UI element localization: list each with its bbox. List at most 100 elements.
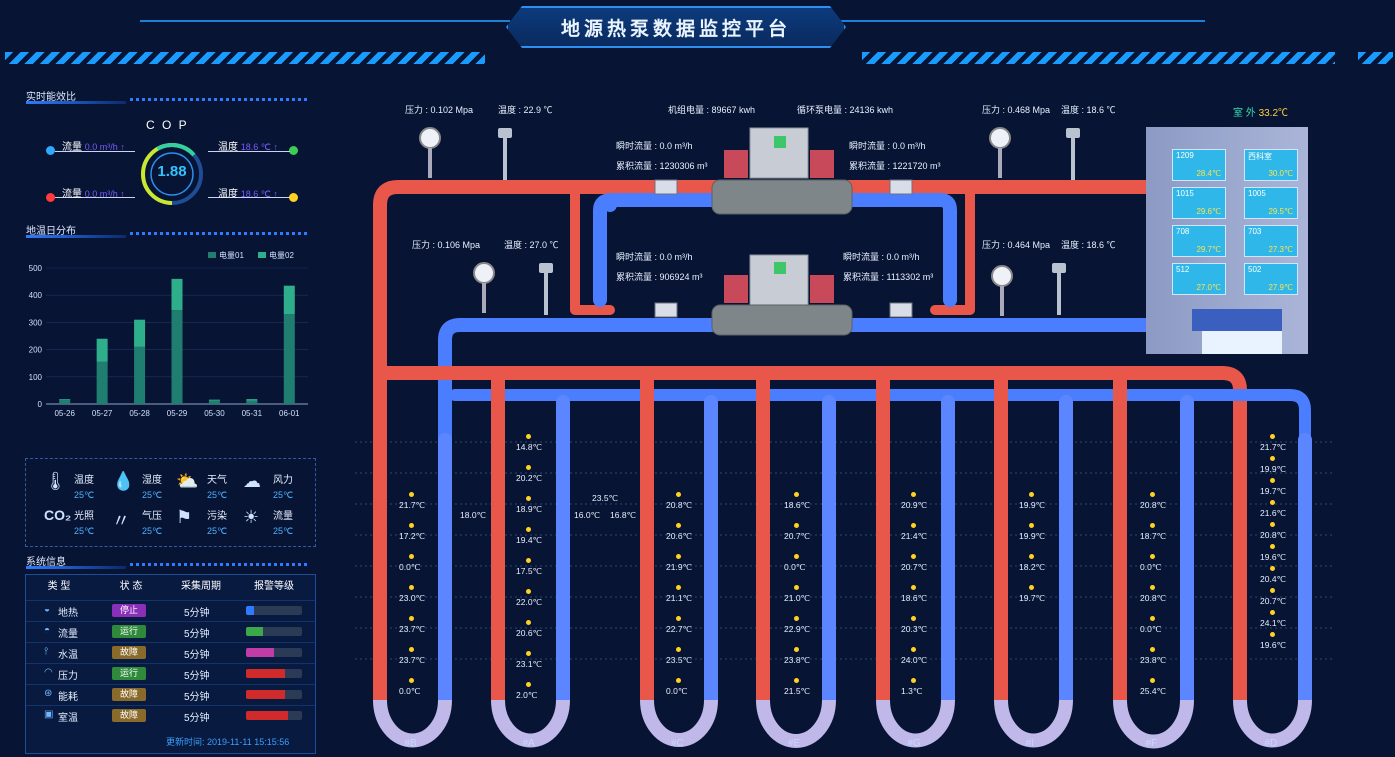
well-temp-label: 21.6℃: [1260, 508, 1287, 518]
x-tick-label: 05-28: [129, 409, 150, 418]
cop-line: [55, 151, 135, 152]
well-temp-label: 0.0℃: [784, 562, 806, 572]
room-name: 703: [1248, 227, 1262, 236]
bar-电量02: [171, 278, 183, 311]
cop-label-flow1: 流量 0.0 m³/h ↑: [62, 142, 125, 153]
temp-sensor-dot: [794, 647, 799, 652]
room-name: 708: [1176, 227, 1190, 236]
well-temp-label: 22.0℃: [516, 597, 543, 607]
cop-line: [208, 151, 290, 152]
outdoor-temp: 室 外 33.2℃: [1233, 108, 1289, 119]
status-badge: 停止: [112, 604, 146, 617]
temp-sensor-dot: [526, 682, 531, 687]
bar-电量01: [96, 361, 108, 404]
row-period: 5分钟: [184, 650, 210, 661]
temp-sensor-dot: [1270, 522, 1275, 527]
well-temp-label: 20.3℃: [901, 624, 928, 634]
table-row: ◠ 压力 运行 5分钟: [26, 663, 315, 684]
page-title: 地源热泵数据监控平台: [560, 18, 791, 40]
temp-sensor-dot: [1270, 632, 1275, 637]
section-bar: [26, 235, 126, 238]
well-id-label: #A: [522, 738, 535, 749]
temp-sensor-dot: [1029, 554, 1034, 559]
well-tubes: [373, 373, 1312, 749]
well-temp-label: 20.9℃: [901, 500, 928, 510]
well-temp-label: 20.6℃: [666, 531, 693, 541]
well-temp-label: 21.1℃: [666, 593, 693, 603]
flow-meters: [654, 179, 913, 318]
temp-sensor-dot: [1150, 678, 1155, 683]
well-temp-label: 14.8℃: [516, 442, 543, 452]
heat-pump-unit-2: [711, 254, 853, 336]
temperature-label-3: 温度 : 27.0 ℃: [504, 240, 559, 250]
y-tick-label: 500: [29, 264, 43, 273]
x-tick-label: 05-27: [92, 409, 113, 418]
well-temp-label: 20.7℃: [1260, 596, 1287, 606]
temp-sensor-dot: [1150, 585, 1155, 590]
pump-power-label: 循环泵电量 : 24136 kwh: [797, 105, 894, 115]
bar-电量02: [134, 319, 146, 347]
table-row: ⊛ 能耗 故障 5分钟: [26, 684, 315, 705]
cop-dot-temp1: [289, 146, 298, 155]
sun-icon: ☀: [243, 507, 260, 527]
temp-sensor-dot: [526, 620, 531, 625]
energy-icon: ⊛: [44, 688, 53, 699]
cop-label-temp2: 温度 18.6 ℃ ↑: [218, 189, 278, 200]
temp-sensor-dot: [526, 651, 531, 656]
temp-sensor-dot: [1270, 478, 1275, 483]
well-temp-label: 19.7℃: [1019, 593, 1046, 603]
col-header-period: 采集周期: [181, 581, 221, 592]
building-entrance: [1202, 331, 1282, 354]
well-id-label: #I: [1025, 738, 1034, 749]
temp-sensor-dot: [526, 589, 531, 594]
well-id-label: #G: [907, 738, 921, 749]
well-temp-label: 0.0℃: [399, 686, 421, 696]
col-header-alarm: 报警等级: [254, 581, 294, 592]
bar-电量02: [59, 399, 71, 400]
well-temp-label: 19.9℃: [1019, 531, 1046, 541]
bar-电量02: [283, 285, 295, 315]
room-temp: 27.9℃: [1268, 283, 1293, 292]
status-badge: 运行: [112, 667, 146, 680]
well-temp-label: 19.4℃: [516, 535, 543, 545]
well-temp-label: 21.0℃: [784, 593, 811, 603]
row-period: 5分钟: [184, 629, 210, 640]
well-id-label: #F: [1145, 738, 1158, 749]
header-line-right: [840, 20, 1205, 22]
temp-sensor-dot: [911, 678, 916, 683]
row-type: 水温: [58, 650, 78, 661]
temp-sensor-dot: [676, 678, 681, 683]
well-temp-label: 20.4℃: [1260, 574, 1287, 584]
temp-sensor-dot: [911, 585, 916, 590]
temp-sensor-dot: [794, 554, 799, 559]
section-dots: [130, 98, 310, 101]
well-u-bend: [876, 699, 955, 748]
table-row: ◓ 流量 运行 5分钟: [26, 621, 315, 642]
page-title-box: 地源热泵数据监控平台: [506, 6, 846, 48]
cop-dot-flow1: [46, 146, 55, 155]
total-flow-label-1: 累积流量 : 1230306 m³: [616, 161, 708, 171]
room-name: 512: [1176, 265, 1190, 274]
extra-temp-label: 16.0℃: [574, 510, 601, 520]
well-temp-label: 18.6℃: [901, 593, 928, 603]
temperature-label-2: 温度 : 18.6 ℃: [1061, 105, 1116, 115]
well-temp-label: 20.7℃: [784, 531, 811, 541]
temp-sensor-dot: [409, 647, 414, 652]
temp-sensor-dot: [1150, 647, 1155, 652]
temp-sensor-dot: [1150, 554, 1155, 559]
cop-label-temp1: 温度 18.6 ℃ ↑: [218, 142, 278, 153]
header-line-left: [140, 20, 510, 22]
temp-sensor-dot: [676, 492, 681, 497]
well-temp-label: 20.8℃: [1140, 500, 1167, 510]
weather-icon: ⛅: [176, 471, 199, 491]
table-row: ▣ 室温 故障 5分钟: [26, 705, 315, 726]
well-u-bend: [491, 699, 570, 748]
